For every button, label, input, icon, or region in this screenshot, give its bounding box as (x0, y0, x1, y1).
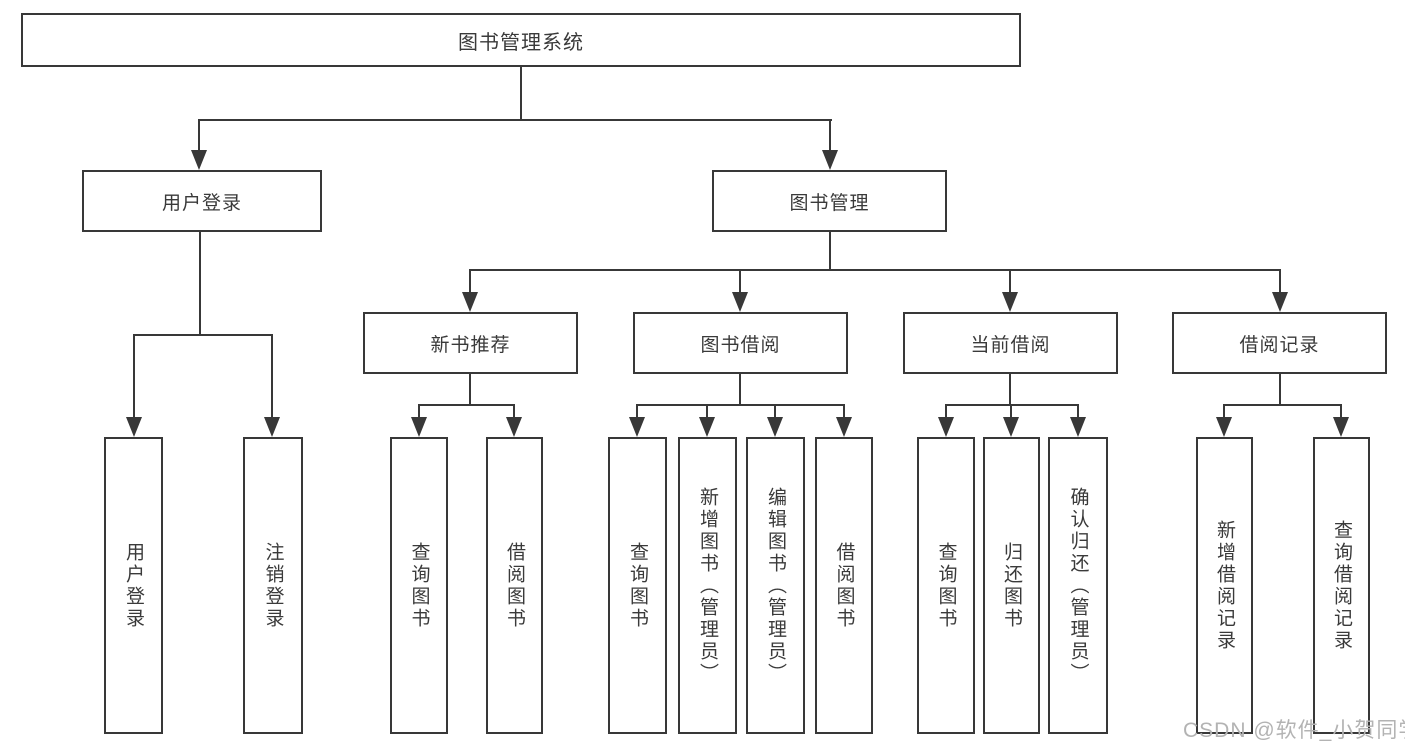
arrow-down-icon (462, 292, 478, 312)
connector-line (271, 334, 273, 419)
leaf-query-books-recommend: 查询图书 (390, 437, 448, 734)
connector-line (469, 269, 471, 294)
arrow-down-icon (191, 150, 207, 170)
connector-line (945, 404, 947, 419)
connector-line (1077, 404, 1079, 419)
connector-line (1340, 404, 1342, 419)
leaf-confirm-return-admin-label: 确认归还（管理员） (1067, 486, 1089, 685)
leaf-query-borrow-record-label: 查询借阅记录 (1331, 519, 1352, 652)
node-new-book-recommendation: 新书推荐 (363, 312, 578, 374)
leaf-user-login: 用户登录 (104, 437, 163, 734)
node-current-borrowing-label: 当前借阅 (970, 334, 1051, 356)
arrow-down-icon (1003, 417, 1019, 437)
arrow-down-icon (1070, 417, 1086, 437)
connector-line (1010, 404, 1012, 419)
connector-line (199, 232, 201, 336)
arrow-down-icon (411, 417, 427, 437)
leaf-borrow-books-recommend: 借阅图书 (486, 437, 543, 734)
arrow-down-icon (126, 417, 142, 437)
leaf-query-borrow-record: 查询借阅记录 (1313, 437, 1370, 734)
connector-line (1009, 374, 1011, 406)
arrow-down-icon (1002, 292, 1018, 312)
node-borrowing-records-label: 借阅记录 (1239, 334, 1320, 356)
connector-line (636, 404, 845, 406)
connector-line (1279, 269, 1281, 294)
connector-line (133, 334, 273, 336)
leaf-edit-books-admin: 编辑图书（管理员） (746, 437, 805, 734)
leaf-add-borrow-record: 新增借阅记录 (1196, 437, 1253, 734)
leaf-logout: 注销登录 (243, 437, 303, 734)
connector-line (198, 119, 200, 153)
connector-line (774, 404, 776, 419)
arrow-down-icon (506, 417, 522, 437)
connector-line (843, 404, 845, 419)
connector-line (829, 232, 831, 271)
connector-line (1223, 404, 1342, 406)
connector-line (945, 404, 1079, 406)
connector-line (1009, 269, 1011, 294)
arrow-down-icon (264, 417, 280, 437)
leaf-confirm-return-admin: 确认归还（管理员） (1048, 437, 1108, 734)
connector-line (198, 119, 832, 121)
arrow-down-icon (938, 417, 954, 437)
node-root: 图书管理系统 (21, 13, 1021, 67)
leaf-return-books-label: 归还图书 (1001, 541, 1022, 630)
node-new-book-recommendation-label: 新书推荐 (430, 334, 511, 356)
node-current-borrowing: 当前借阅 (903, 312, 1118, 374)
connector-line (829, 119, 831, 153)
leaf-add-borrow-record-label: 新增借阅记录 (1214, 519, 1235, 652)
arrow-down-icon (836, 417, 852, 437)
node-root-label: 图书管理系统 (458, 31, 584, 54)
leaf-query-books-current-label: 查询图书 (935, 541, 957, 630)
connector-line (469, 374, 471, 406)
leaf-logout-label: 注销登录 (262, 541, 284, 630)
node-user-login-label: 用户登录 (161, 192, 242, 214)
connector-line (1223, 404, 1225, 419)
arrow-down-icon (1333, 417, 1349, 437)
arrow-down-icon (1216, 417, 1232, 437)
connector-line (1279, 374, 1281, 406)
arrow-down-icon (1272, 292, 1288, 312)
arrow-down-icon (629, 417, 645, 437)
arrow-down-icon (732, 292, 748, 312)
leaf-return-books: 归还图书 (983, 437, 1040, 734)
node-book-borrowing-label: 图书借阅 (700, 334, 781, 356)
arrow-down-icon (699, 417, 715, 437)
connector-line (739, 269, 741, 294)
leaf-query-books-current: 查询图书 (917, 437, 975, 734)
leaf-borrow-books: 借阅图书 (815, 437, 873, 734)
connector-line (470, 269, 1281, 271)
connector-line (133, 334, 135, 419)
connector-line (520, 67, 522, 121)
connector-line (636, 404, 638, 419)
connector-line (418, 404, 515, 406)
arrow-down-icon (767, 417, 783, 437)
leaf-borrow-books-label: 借阅图书 (833, 541, 855, 630)
node-borrowing-records: 借阅记录 (1172, 312, 1387, 374)
leaf-edit-books-admin-label: 编辑图书（管理员） (765, 486, 786, 685)
leaf-query-books-borrow-label: 查询图书 (627, 541, 648, 630)
node-book-borrowing: 图书借阅 (633, 312, 848, 374)
node-book-management-label: 图书管理 (789, 192, 870, 214)
leaf-query-books-recommend-label: 查询图书 (408, 541, 430, 630)
leaf-add-books-admin-label: 新增图书（管理员） (697, 486, 718, 685)
connector-line (513, 404, 515, 419)
connector-line (739, 374, 741, 406)
leaf-user-login-label: 用户登录 (123, 541, 144, 630)
csdn-watermark: CSDN @软件_小贺同学 (1183, 719, 1405, 742)
leaf-query-books-borrow: 查询图书 (608, 437, 667, 734)
arrow-down-icon (822, 150, 838, 170)
node-book-management: 图书管理 (712, 170, 947, 232)
leaf-add-books-admin: 新增图书（管理员） (678, 437, 737, 734)
node-user-login: 用户登录 (82, 170, 322, 232)
connector-line (418, 404, 420, 419)
connector-line (706, 404, 708, 419)
leaf-borrow-books-recommend-label: 借阅图书 (504, 541, 525, 630)
